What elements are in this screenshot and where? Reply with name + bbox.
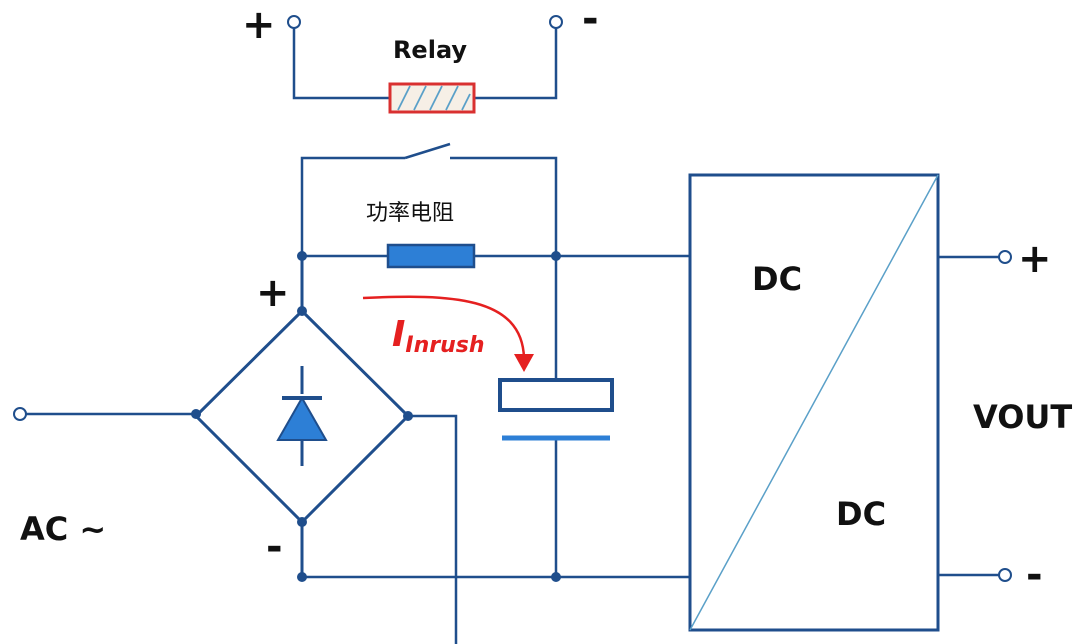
relay-minus-sign: - [582,0,599,42]
dc-dc-converter: DC DC [688,173,940,632]
junction-dot [551,572,561,582]
relay-coil-circuit [292,25,558,100]
inrush-current-arrow [362,295,534,372]
converter-output-label: DC [836,495,886,533]
ac-return-wire [408,414,458,644]
relay-coil-winding [397,85,471,111]
junction-dot [551,251,561,261]
resistor-label: 功率电阻 [366,201,454,226]
ac-input-label: AC ~ [20,510,106,548]
inrush-arrow-curve [362,295,526,359]
switch-wire-right [450,156,558,256]
switch-wire-left [300,156,405,256]
switch-contact-arm [404,142,451,160]
relay-minus-terminal [549,15,563,29]
diode-icon [276,395,328,441]
diode-triangle [276,395,328,441]
capacitor-plate-positive [498,378,614,412]
output-wires [938,255,1000,577]
bulk-capacitor [498,256,614,577]
junction-dots [191,251,561,582]
relay-label: Relay [393,36,467,64]
inrush-arrow-head [514,354,534,372]
ac-input-terminal [13,407,27,421]
relay-plus-sign: + [242,2,276,48]
bridge-plus-sign: + [256,270,290,316]
inrush-current-label: IInrush [392,314,485,358]
inrush-symbol: I [392,314,405,355]
converter-diagonal [689,174,939,631]
output-plus-sign: + [1018,236,1052,282]
relay-coil [388,82,476,114]
junction-dot [297,251,307,261]
relay-switch [300,142,558,256]
junction-dot [297,517,307,527]
inrush-subscript: Inrush [405,333,484,358]
power-resistor [386,243,476,269]
relay-plus-terminal [287,15,301,29]
output-plus-terminal [998,250,1012,264]
relay-wire-right [474,25,558,100]
relay-wire-left [292,25,390,100]
output-label: VOUT [973,398,1072,436]
junction-dot [403,411,413,421]
bridge-minus-sign: - [266,524,283,570]
junction-dot [297,306,307,316]
output-minus-sign: - [1026,552,1043,598]
converter-input-label: DC [752,260,802,298]
junction-dot [297,572,307,582]
junction-dot [191,409,201,419]
ac-input [25,412,458,644]
output-minus-terminal [998,568,1012,582]
